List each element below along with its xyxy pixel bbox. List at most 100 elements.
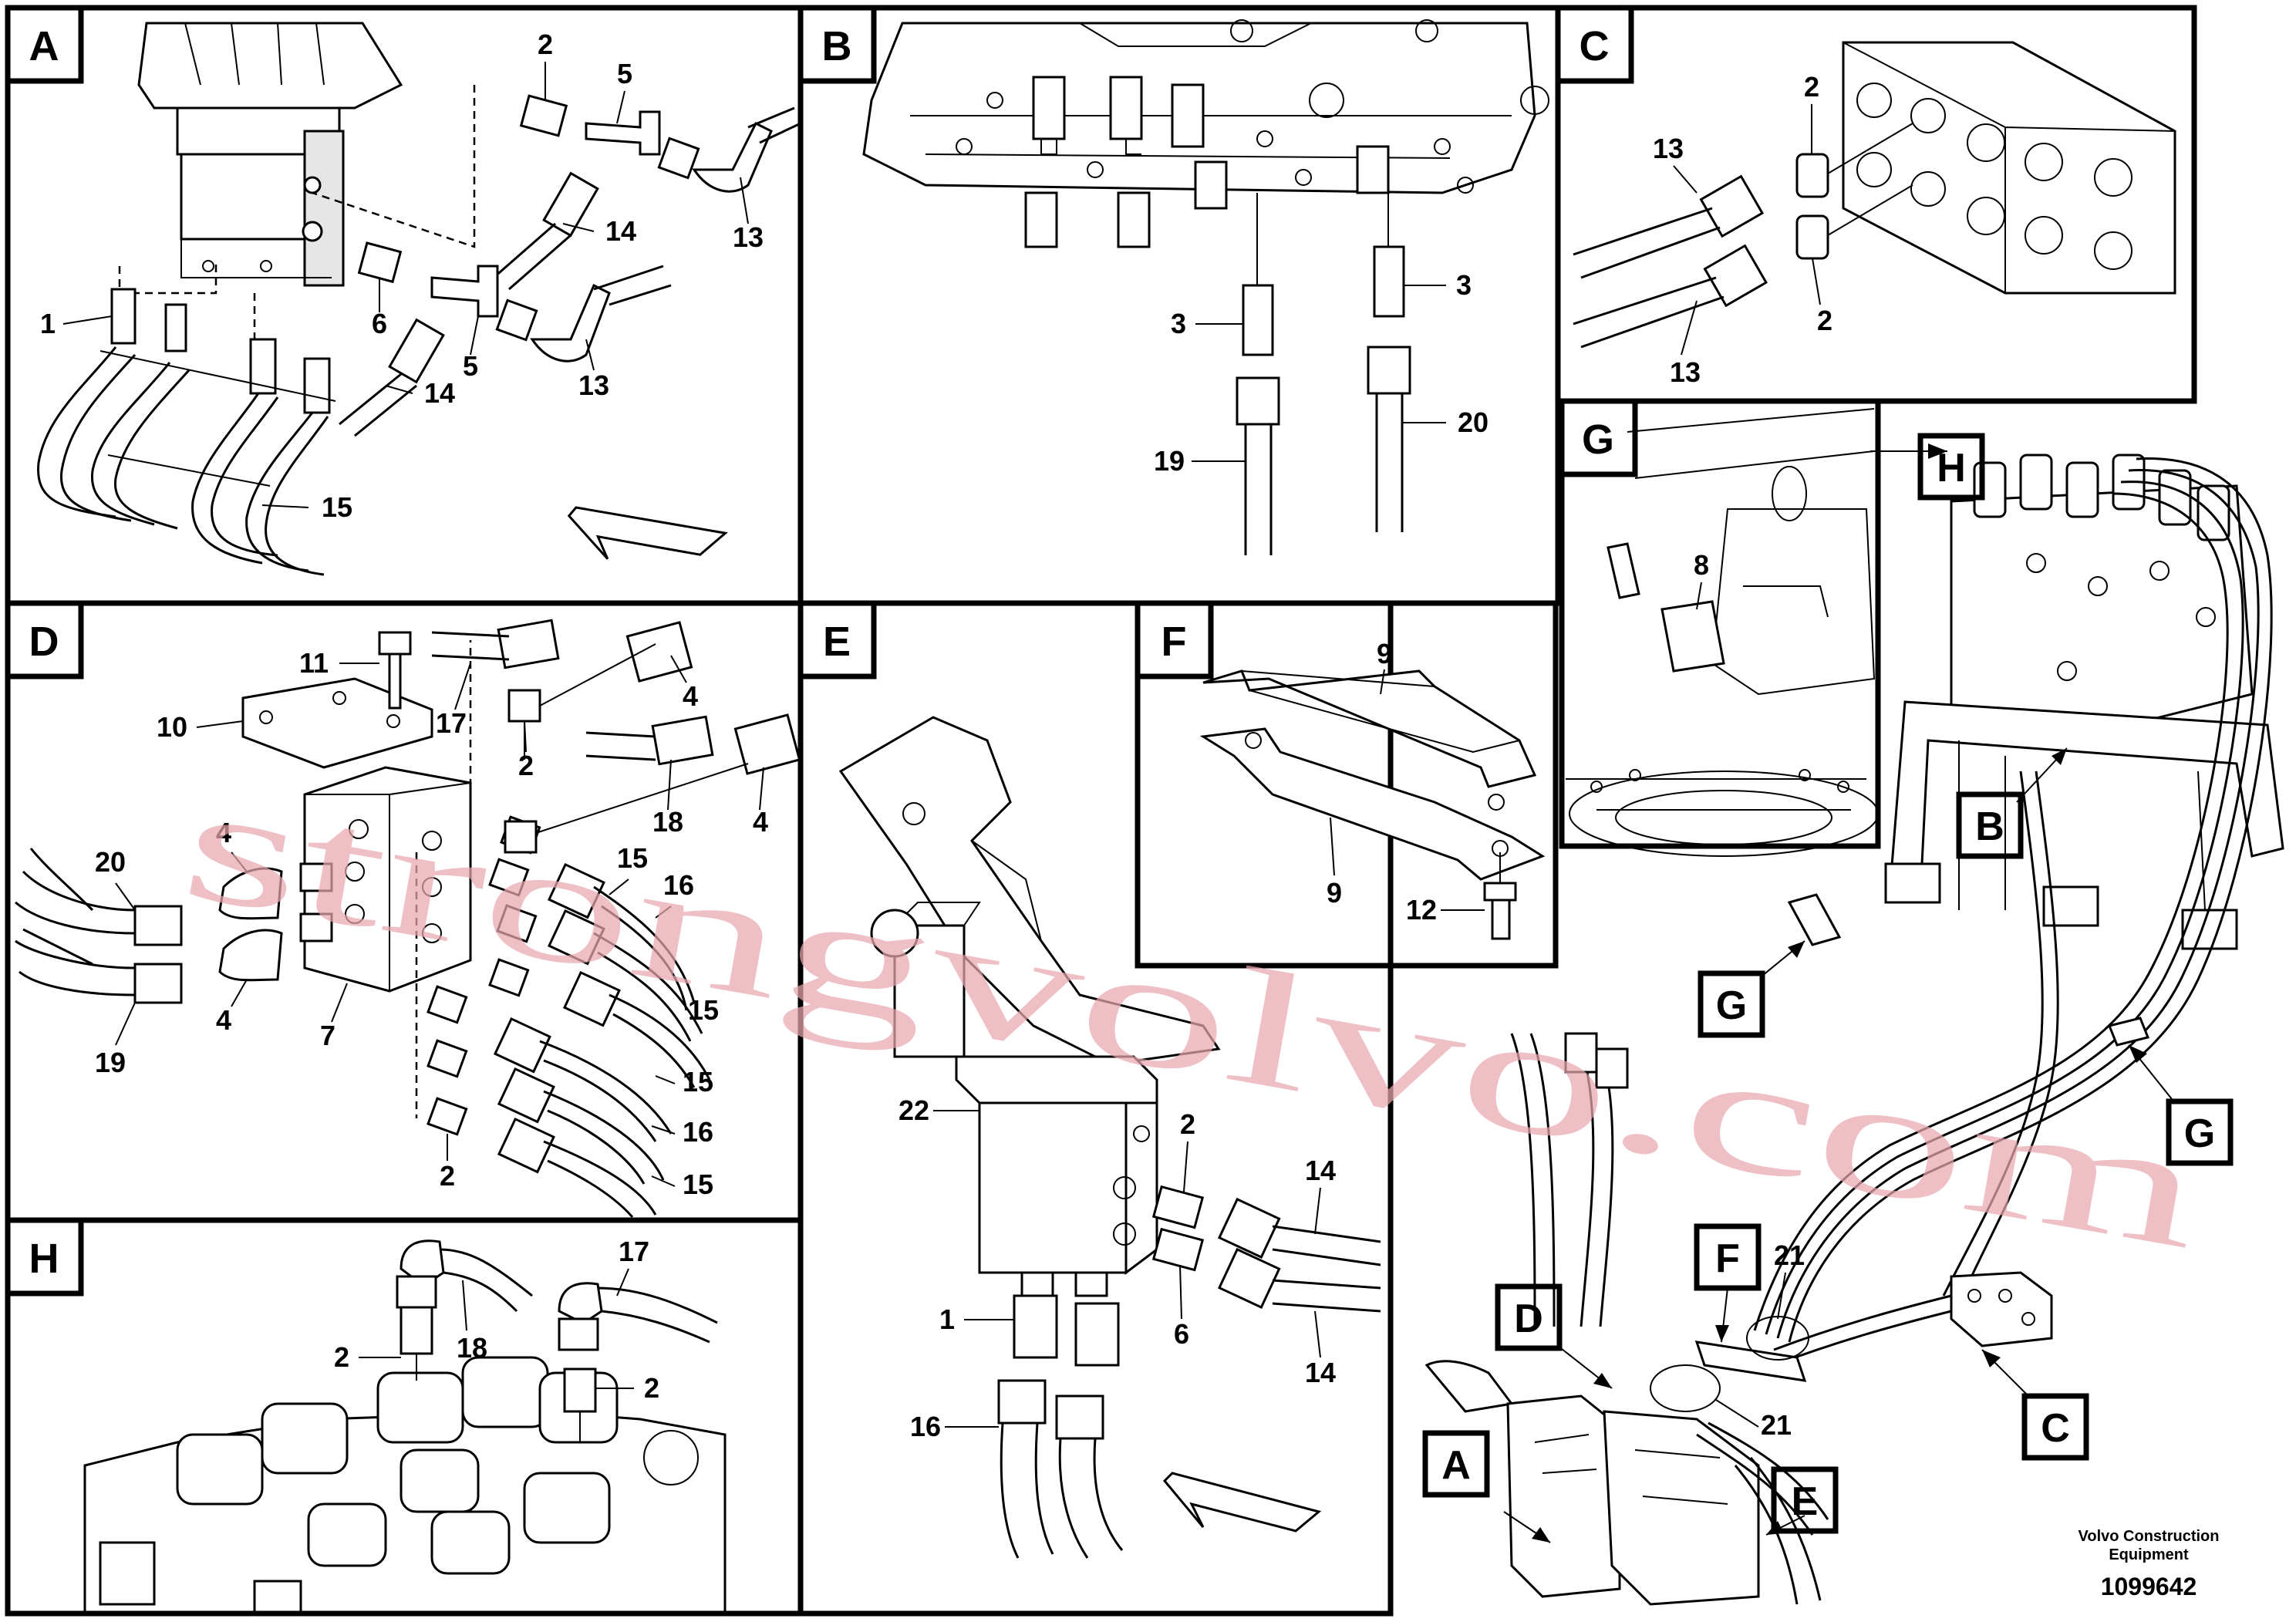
overview-callout-h: H bbox=[1917, 433, 1985, 501]
svg-text:A: A bbox=[29, 23, 59, 69]
overview-callout-a: A bbox=[1422, 1430, 1490, 1498]
overview-callout-e: E bbox=[1771, 1466, 1839, 1534]
svg-text:2: 2 bbox=[1817, 305, 1832, 336]
panel-c-callouts: 13 2 2 13 bbox=[1653, 71, 1832, 388]
svg-text:3: 3 bbox=[1171, 308, 1186, 339]
svg-text:16: 16 bbox=[683, 1116, 713, 1148]
panel-c-drawing bbox=[1573, 41, 2176, 349]
panel-label-a: A bbox=[5, 5, 84, 84]
footer-brand: Volvo Construction Equipment 1099642 bbox=[2079, 1528, 2220, 1600]
svg-text:B: B bbox=[1975, 804, 2004, 849]
svg-text:21: 21 bbox=[1761, 1409, 1792, 1441]
svg-text:D: D bbox=[29, 619, 59, 665]
panel-e-drawing bbox=[838, 716, 1381, 1559]
overview-callout-d: D bbox=[1495, 1283, 1563, 1351]
svg-text:20: 20 bbox=[1458, 406, 1489, 438]
svg-text:11: 11 bbox=[299, 647, 329, 679]
svg-text:17: 17 bbox=[619, 1236, 649, 1267]
svg-text:17: 17 bbox=[436, 707, 467, 739]
svg-text:E: E bbox=[823, 619, 851, 665]
panel-frames bbox=[5, 5, 2197, 1617]
svg-text:H: H bbox=[1937, 446, 1966, 491]
panel-label-e: E bbox=[797, 600, 877, 679]
svg-text:B: B bbox=[822, 23, 852, 69]
panel-d-drawing bbox=[15, 619, 801, 1218]
overview-callout-b: B bbox=[1956, 791, 2024, 859]
panel-h-drawing bbox=[83, 1239, 727, 1614]
svg-text:15: 15 bbox=[683, 1066, 713, 1098]
svg-text:18: 18 bbox=[652, 806, 683, 838]
panel-g-drawing bbox=[1566, 408, 1879, 857]
panel-label-h: H bbox=[5, 1217, 84, 1297]
brand-line-2: Equipment bbox=[2109, 1546, 2189, 1563]
brand-line-1: Volvo Construction bbox=[2079, 1528, 2220, 1545]
drawing-number: 1099642 bbox=[2101, 1573, 2197, 1600]
svg-text:6: 6 bbox=[372, 308, 387, 339]
svg-text:20: 20 bbox=[95, 846, 126, 878]
panel-g-callouts: 8 bbox=[1694, 549, 1709, 610]
svg-text:G: G bbox=[2184, 1111, 2215, 1156]
svg-text:D: D bbox=[1514, 1297, 1543, 1341]
svg-text:F: F bbox=[1161, 619, 1187, 665]
panel-label-c: C bbox=[1555, 5, 1634, 84]
svg-text:13: 13 bbox=[1670, 356, 1701, 388]
svg-text:F: F bbox=[1715, 1236, 1740, 1281]
svg-text:15: 15 bbox=[683, 1168, 713, 1200]
svg-text:G: G bbox=[1716, 983, 1747, 1028]
panel-a-callouts: 2 5 13 14 6 5 14 13 1 15 bbox=[40, 29, 764, 523]
panel-label-d: D bbox=[5, 600, 84, 679]
svg-text:22: 22 bbox=[899, 1094, 929, 1126]
svg-text:19: 19 bbox=[95, 1047, 126, 1078]
svg-text:21: 21 bbox=[1774, 1239, 1805, 1271]
svg-text:15: 15 bbox=[688, 994, 719, 1026]
svg-text:7: 7 bbox=[320, 1020, 335, 1051]
overview-drawing bbox=[1424, 443, 2284, 1606]
svg-text:15: 15 bbox=[617, 842, 648, 874]
svg-text:16: 16 bbox=[663, 869, 694, 901]
svg-text:H: H bbox=[29, 1236, 59, 1282]
overview-callout-g-2: G bbox=[2166, 1098, 2234, 1166]
svg-text:C: C bbox=[2041, 1406, 2070, 1451]
svg-text:2: 2 bbox=[644, 1372, 659, 1404]
panel-label-g: G bbox=[1559, 398, 1638, 477]
svg-text:14: 14 bbox=[1305, 1357, 1336, 1388]
panel-f-drawing bbox=[1199, 669, 1546, 940]
svg-text:5: 5 bbox=[463, 350, 478, 382]
svg-text:19: 19 bbox=[1154, 445, 1185, 477]
svg-text:4: 4 bbox=[216, 817, 231, 848]
panel-b-drawing bbox=[862, 19, 1549, 555]
svg-text:5: 5 bbox=[617, 58, 632, 89]
svg-text:G: G bbox=[1582, 416, 1614, 463]
svg-text:8: 8 bbox=[1694, 549, 1709, 581]
overview-callout-g: G bbox=[1698, 970, 1765, 1038]
svg-text:4: 4 bbox=[753, 806, 768, 838]
svg-text:13: 13 bbox=[1653, 133, 1684, 164]
svg-text:12: 12 bbox=[1406, 894, 1437, 926]
svg-text:14: 14 bbox=[424, 377, 455, 409]
svg-text:9: 9 bbox=[1377, 638, 1392, 669]
panel-d-callouts: 11 17 4 10 2 18 4 20 4 15 16 4 7 19 15 1… bbox=[95, 647, 768, 1200]
svg-text:18: 18 bbox=[457, 1332, 487, 1364]
svg-text:9: 9 bbox=[1327, 877, 1342, 909]
panel-label-f: F bbox=[1135, 600, 1214, 679]
svg-text:4: 4 bbox=[683, 680, 698, 712]
svg-text:2: 2 bbox=[440, 1160, 455, 1192]
svg-text:10: 10 bbox=[157, 711, 187, 743]
overview-callout-c: C bbox=[2021, 1393, 2089, 1461]
svg-text:13: 13 bbox=[578, 369, 609, 401]
svg-text:A: A bbox=[1441, 1443, 1471, 1488]
svg-text:6: 6 bbox=[1174, 1318, 1189, 1350]
svg-text:2: 2 bbox=[334, 1341, 349, 1373]
svg-text:14: 14 bbox=[1305, 1155, 1336, 1186]
svg-text:13: 13 bbox=[733, 221, 764, 253]
panel-f-callouts: 9 9 12 bbox=[1327, 638, 1485, 926]
svg-text:3: 3 bbox=[1456, 269, 1472, 301]
overview-number-callouts: 21 21 bbox=[1715, 1239, 1805, 1441]
panel-e-callouts: 22 2 14 6 14 1 16 bbox=[899, 1094, 1336, 1442]
panel-label-b: B bbox=[797, 5, 877, 84]
panel-h-callouts: 17 18 2 2 bbox=[334, 1236, 659, 1404]
svg-text:E: E bbox=[1792, 1479, 1819, 1524]
panel-b-callouts: 3 3 19 20 bbox=[1154, 269, 1489, 477]
svg-text:2: 2 bbox=[1180, 1108, 1195, 1140]
